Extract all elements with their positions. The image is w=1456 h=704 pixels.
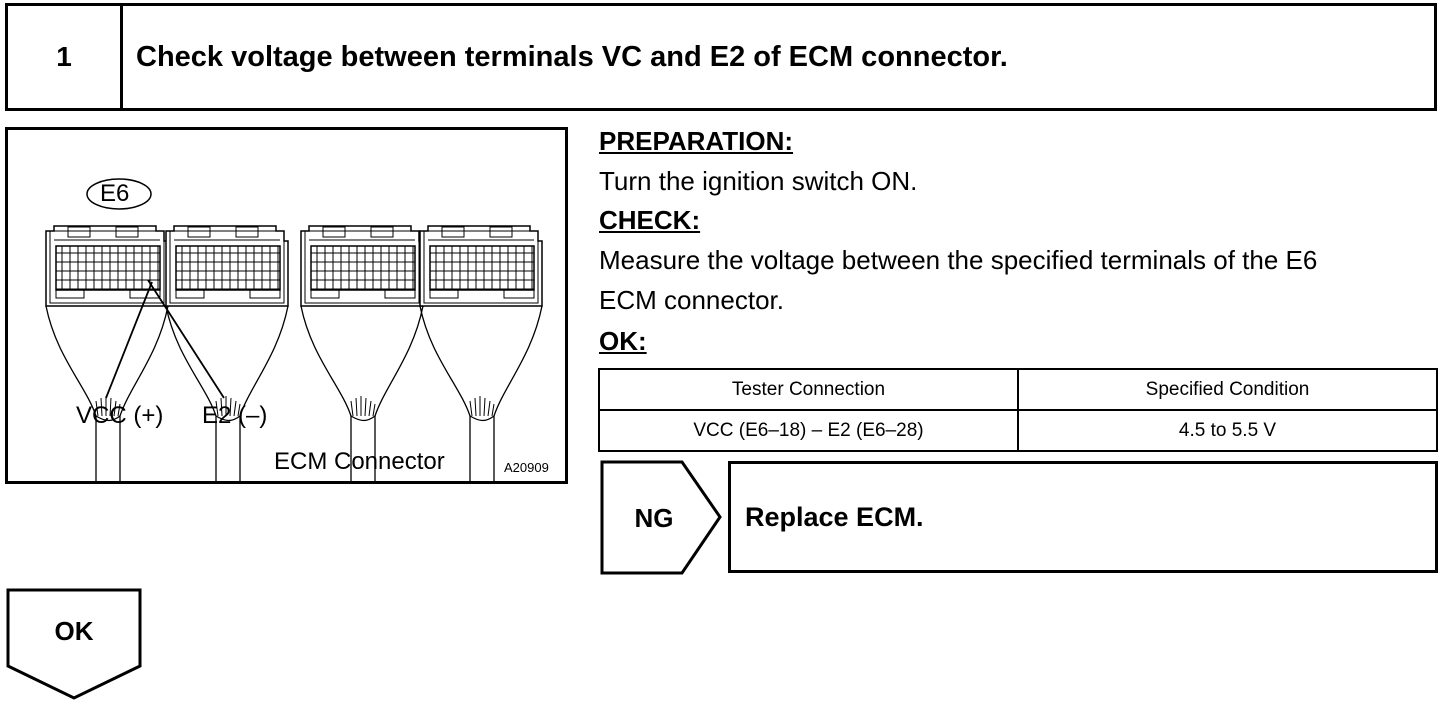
step-title: Check voltage between terminals VC and E… [136,40,1008,73]
vcc-terminal-label: VCC (+) [76,402,164,429]
check-text-line1: Measure the voltage between the specifie… [599,245,1318,275]
preparation-heading: PREPARATION: [599,126,794,156]
ok-label: OK [54,615,94,646]
step-header: 1 Check voltage between terminals VC and… [5,3,1437,111]
figure-id: A20909 [504,460,549,475]
connector-drawing [45,178,543,481]
ng-arrow-shape [600,460,722,575]
e2-leader-line [147,279,225,399]
step-number: 1 [8,6,123,108]
connector-id-oval [86,178,152,210]
ok-heading: OK: [599,326,647,356]
column-header-tester-connection: Tester Connection [598,368,1019,411]
cell-specified-condition: 4.5 to 5.5 V [1017,409,1438,452]
column-header-specified-condition: Specified Condition [1017,368,1438,411]
e2-terminal-label: E2 (–) [202,402,268,429]
specification-table: Tester Connection Specified Condition VC… [598,368,1438,452]
ecm-connector-illustration: E6 VCC (+) E2 (–) ECM Connector A20909 [5,127,568,484]
table-row: VCC (E6–18) – E2 (E6–28) 4.5 to 5.5 V [598,409,1438,452]
ng-action-box: Replace ECM. [728,461,1438,573]
preparation-text: Turn the ignition switch ON. [599,166,918,196]
vcc-leader-line [105,281,153,399]
figure-caption: ECM Connector [274,448,445,475]
check-heading: CHECK: [599,205,701,235]
ng-action-text: Replace ECM. [745,501,924,532]
ok-arrow-shape [6,588,142,700]
check-text-line2: ECM connector. [599,285,784,315]
cell-tester-connection: VCC (E6–18) – E2 (E6–28) [598,409,1019,452]
table-header-row: Tester Connection Specified Condition [598,368,1438,411]
ng-label: NG [634,502,674,533]
connector-id-label: E6 [100,180,130,207]
